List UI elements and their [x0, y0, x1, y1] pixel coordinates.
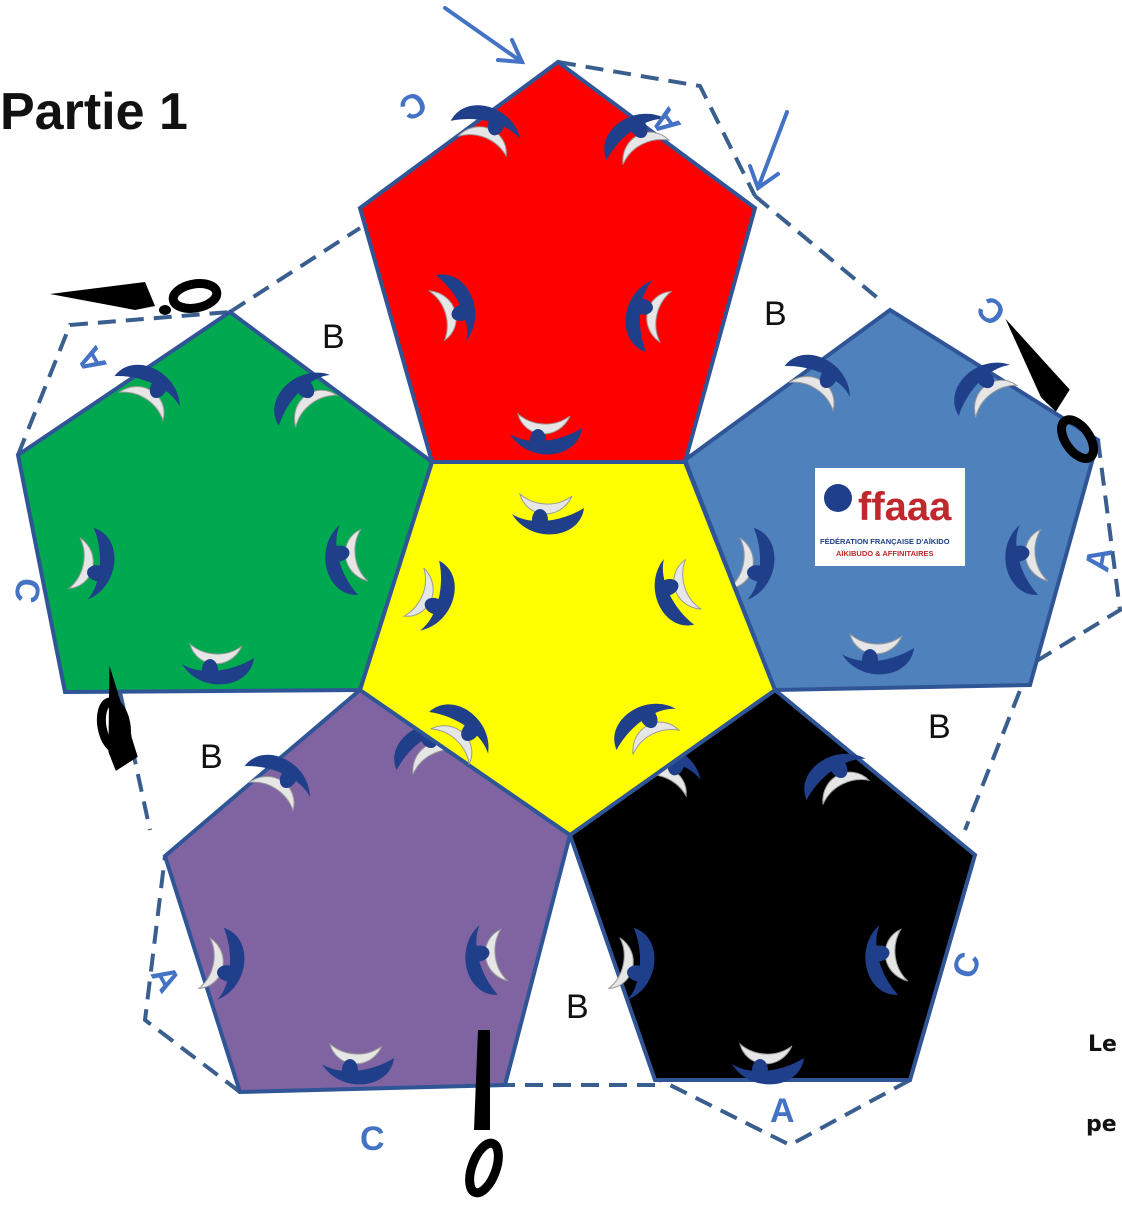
scissors-icon	[465, 1030, 503, 1198]
edge-letter-a: A	[69, 340, 114, 380]
page-title: Partie 1	[0, 83, 188, 141]
logo-line1: FÉDÉRATION FRANÇAISE D'AÏKIDO	[820, 537, 950, 546]
side-note-line1: Le	[1088, 1032, 1117, 1057]
flap-label-b: B	[322, 318, 345, 356]
flap-label-b: B	[566, 988, 589, 1026]
edge-letter-a: A	[770, 1092, 795, 1130]
edge-letter-c: C	[360, 1120, 385, 1158]
logo-name: ffaaa	[858, 485, 952, 529]
ffaaa-logo: ffaaa FÉDÉRATION FRANÇAISE D'AÏKIDO AÏKI…	[815, 468, 965, 566]
flap-label-b: B	[200, 738, 223, 776]
edge-letter-c: C	[393, 83, 433, 128]
face-center	[357, 460, 778, 838]
edge-letter-c: C	[6, 575, 48, 606]
flap-label-b: B	[764, 295, 787, 333]
scissors-icon	[1005, 318, 1099, 463]
flap-label-b: B	[928, 708, 951, 746]
arrow-icon	[748, 110, 789, 192]
flap-outlines	[16, 60, 1122, 1148]
logo-line2: AÏKIBUDO & AFFINITAIRES	[836, 549, 934, 558]
scissors-icon	[96, 665, 138, 771]
edge-letter-c: C	[970, 288, 1013, 333]
scissors-icon	[50, 279, 222, 315]
edge-letter-a: A	[1078, 544, 1120, 575]
flap-labels: B B B B B	[200, 295, 951, 1026]
edge-letter-c: C	[945, 947, 989, 983]
arrow-icon	[443, 6, 526, 65]
side-note-line2: pe	[1086, 1112, 1117, 1137]
